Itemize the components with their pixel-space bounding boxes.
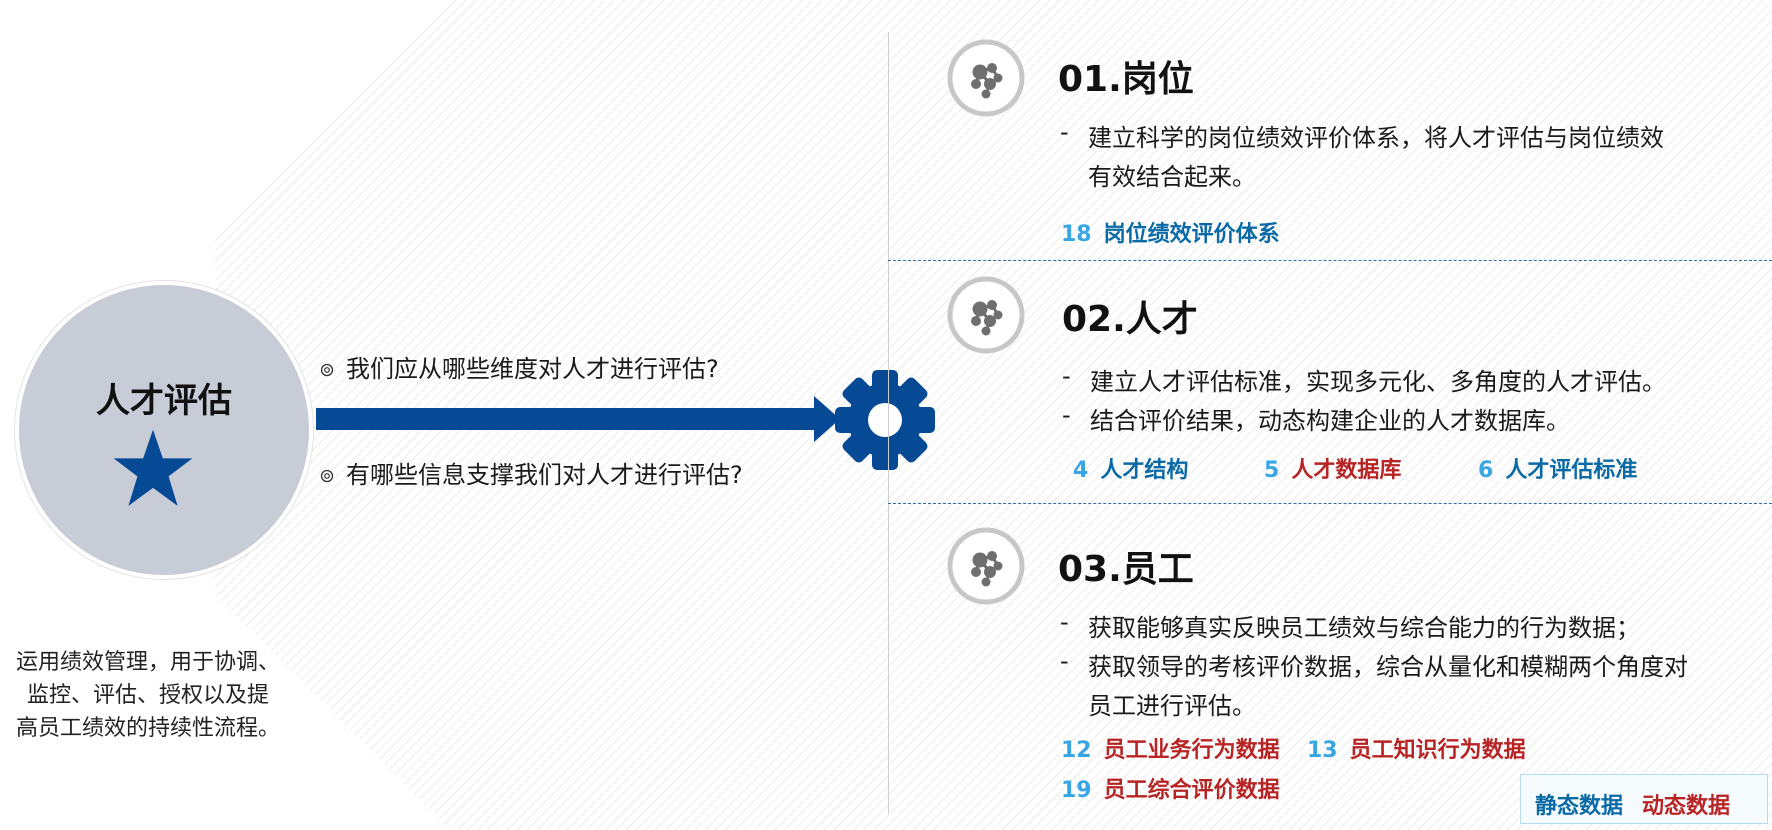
tag-number: 19	[1061, 778, 1092, 803]
data-tag: 13 员工知识行为数据	[1307, 732, 1526, 764]
vertical-divider	[888, 32, 889, 814]
section-line: 员工进行评估。	[1088, 692, 1256, 720]
section-line: 有效结合起来。	[1088, 163, 1256, 191]
data-tag: 4 人才结构	[1073, 452, 1188, 484]
tag-label: 岗位绩效评价体系	[1103, 222, 1280, 247]
section-title: 03.员工	[1058, 549, 1194, 590]
tag-label: 员工综合评价数据	[1103, 778, 1280, 803]
section-line: 获取能够真实反映员工绩效与综合能力的行为数据；	[1088, 614, 1640, 642]
tag-number: 13	[1307, 738, 1338, 763]
tag-number: 6	[1478, 458, 1494, 483]
star-icon	[113, 429, 193, 506]
section-line: 获取领导的考核评价数据，综合从量化和模糊两个角度对	[1088, 653, 1688, 681]
legend-box	[1520, 774, 1768, 824]
legend-dynamic: 动态数据	[1642, 794, 1731, 819]
tag-number: 12	[1061, 738, 1092, 763]
legend-static: 静态数据	[1535, 794, 1624, 819]
question-1: 我们应从哪些维度对人才进行评估?	[320, 349, 719, 384]
tag-number: 18	[1061, 222, 1092, 247]
description-line: 监控、评估、授权以及提	[26, 683, 269, 708]
section-title: 01.岗位	[1058, 59, 1194, 100]
tag-label: 人才评估标准	[1505, 458, 1638, 483]
topic-circle	[15, 281, 313, 579]
bullet-dash: -	[1060, 118, 1069, 146]
bullet-dash: -	[1062, 401, 1071, 429]
data-tag: 12 员工业务行为数据	[1061, 732, 1280, 764]
tag-label: 员工知识行为数据	[1349, 738, 1526, 763]
bullet-dash: -	[1060, 608, 1069, 636]
data-tag: 5 人才数据库	[1264, 452, 1401, 484]
molecule-icon	[947, 39, 1025, 117]
bullet-dash: -	[1060, 647, 1069, 675]
description-line: 高员工绩效的持续性流程。	[15, 716, 280, 741]
section-divider	[888, 260, 1772, 261]
right-arrow-icon	[316, 396, 840, 442]
data-tag: 6 人才评估标准	[1478, 452, 1637, 484]
topic-description: 运用绩效管理，用于协调、 监控、评估、授权以及提 高员工绩效的持续性流程。	[8, 646, 288, 745]
tag-number: 5	[1264, 458, 1280, 483]
data-tag: 18 岗位绩效评价体系	[1061, 216, 1280, 248]
question-text: 有哪些信息支撑我们对人才进行评估?	[346, 461, 743, 489]
data-tag: 19 员工综合评价数据	[1061, 772, 1280, 804]
section-title: 02.人才	[1062, 299, 1198, 340]
bullet-dash: -	[1062, 362, 1071, 390]
circle-bullet-icon	[320, 469, 334, 483]
gear-icon	[835, 370, 935, 470]
description-line: 运用绩效管理，用于协调、	[15, 650, 280, 675]
section-line: 建立科学的岗位绩效评价体系，将人才评估与岗位绩效	[1088, 124, 1664, 152]
tag-label: 员工业务行为数据	[1103, 738, 1280, 763]
question-text: 我们应从哪些维度对人才进行评估?	[346, 355, 719, 383]
molecule-icon	[947, 276, 1025, 354]
topic-title: 人才评估	[96, 381, 232, 421]
section-line: 建立人才评估标准，实现多元化、多角度的人才评估。	[1090, 368, 1666, 396]
tag-label: 人才结构	[1100, 458, 1189, 483]
section-divider	[888, 503, 1772, 504]
question-2: 有哪些信息支撑我们对人才进行评估?	[320, 455, 743, 490]
tag-number: 4	[1073, 458, 1089, 483]
molecule-icon	[947, 527, 1025, 605]
tag-label: 人才数据库	[1291, 458, 1402, 483]
section-line: 结合评价结果，动态构建企业的人才数据库。	[1090, 407, 1570, 435]
circle-bullet-icon	[320, 363, 334, 377]
